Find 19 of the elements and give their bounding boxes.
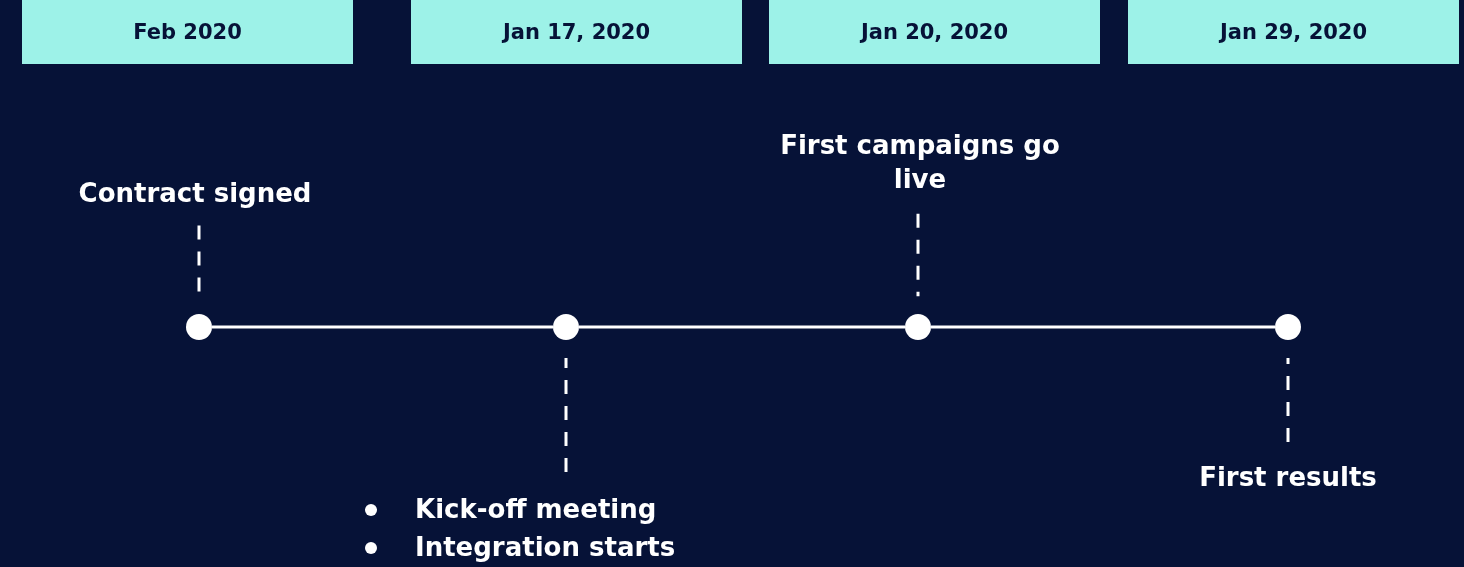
leader-line bbox=[916, 213, 920, 297]
bullet-item: Integration starts bbox=[355, 528, 755, 566]
timeline-line bbox=[579, 325, 905, 329]
milestone-label: Contract signed bbox=[40, 176, 350, 210]
date-banner: Jan 20, 2020 bbox=[769, 0, 1100, 64]
milestone-label: First results bbox=[1160, 460, 1416, 494]
timeline-dot bbox=[905, 314, 931, 340]
timeline-dot bbox=[553, 314, 579, 340]
date-banner: Feb 2020 bbox=[22, 0, 353, 64]
timeline-line bbox=[212, 325, 553, 329]
timeline-line bbox=[931, 325, 1275, 329]
timeline-dot bbox=[186, 314, 212, 340]
bullet-item: Kick-off meeting bbox=[355, 490, 755, 528]
timeline-dot bbox=[1275, 314, 1301, 340]
leader-line bbox=[1286, 358, 1290, 442]
leader-line bbox=[564, 358, 568, 472]
milestone-label: First campaigns go live bbox=[760, 128, 1080, 196]
date-banner: Jan 17, 2020 bbox=[411, 0, 742, 64]
date-banner: Jan 29, 2020 bbox=[1128, 0, 1459, 64]
